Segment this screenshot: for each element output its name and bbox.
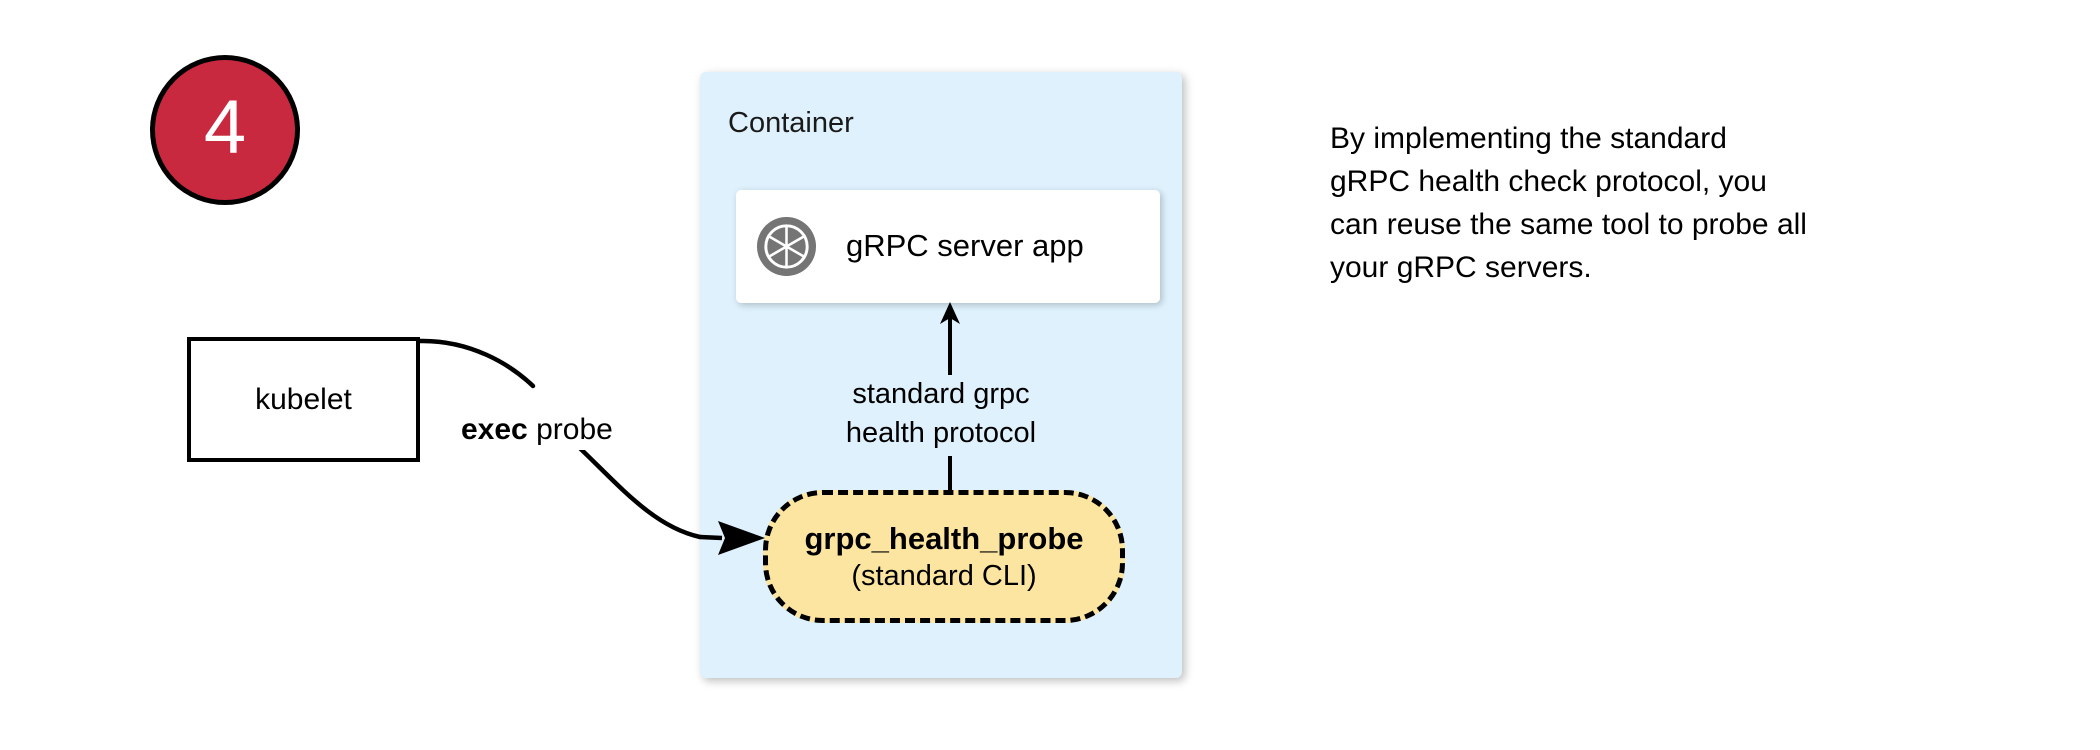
grpc-server-app-label: gRPC server app bbox=[846, 228, 1084, 264]
container-label: Container bbox=[728, 107, 854, 139]
grpc-health-probe-title: grpc_health_probe bbox=[804, 520, 1084, 556]
standard-grpc-health-protocol-arrow bbox=[940, 302, 960, 490]
side-note-line-3: can reuse the same tool to probe all bbox=[1330, 207, 1807, 241]
exec-probe-label: exec probe bbox=[455, 411, 619, 450]
side-note: By implementing the standard gRPC health… bbox=[1330, 118, 1930, 290]
kubelet-box: kubelet bbox=[187, 337, 420, 462]
side-note-line-1: By implementing the standard bbox=[1330, 122, 1727, 155]
step-number-badge: 4 bbox=[150, 55, 300, 205]
kubelet-label: kubelet bbox=[255, 383, 352, 416]
step-number-text: 4 bbox=[203, 85, 247, 170]
grpc-server-app-card: gRPC server app bbox=[736, 190, 1160, 303]
side-note-line-2: gRPC health check protocol, you bbox=[1330, 164, 1767, 198]
side-note-line-4: your gRPC servers. bbox=[1330, 250, 1592, 284]
grpc-health-probe-box: grpc_health_probe (standard CLI) bbox=[763, 490, 1125, 623]
exec-probe-label-rest: probe bbox=[527, 413, 613, 446]
aperture-icon bbox=[756, 216, 817, 277]
grpc-health-probe-subtitle: (standard CLI) bbox=[851, 559, 1037, 592]
exec-probe-label-keyword: exec bbox=[461, 413, 528, 446]
exec-probe-arrow bbox=[417, 338, 765, 555]
